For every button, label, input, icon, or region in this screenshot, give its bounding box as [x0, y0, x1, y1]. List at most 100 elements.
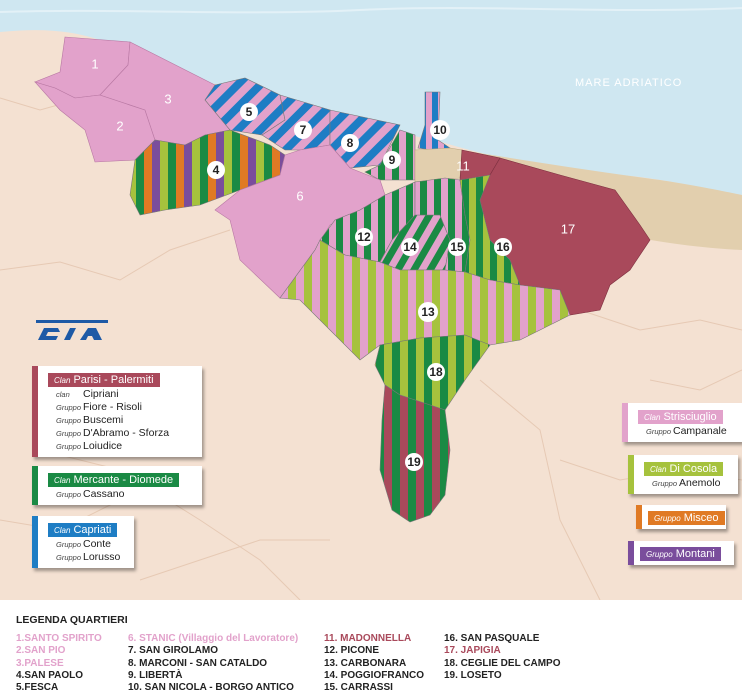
member-name: Cipriani — [83, 388, 119, 400]
member-name: Loiudice — [83, 440, 123, 452]
old-town-area — [414, 147, 463, 183]
sea-label: MARE ADRIATICO — [575, 77, 682, 89]
member-name: D'Abramo - Sforza — [83, 427, 170, 439]
quartiere-item: 12. PICONE — [324, 645, 380, 657]
quartiere-item: 19. LOSETO — [444, 669, 502, 681]
quartiere-item: 15. CARRASSI — [324, 682, 393, 694]
badge-12 — [355, 228, 373, 246]
legend-montani-title: Montani — [675, 548, 715, 560]
district-label-3: 3 — [164, 92, 171, 107]
quartieri-title: LEGENDA QUARTIERI — [16, 614, 128, 626]
badge-16 — [494, 238, 512, 256]
clan-tag: Clan — [650, 465, 667, 474]
member-tag: Gruppo — [56, 553, 82, 562]
quartiere-item: 6. STANIC (Villaggio del Lavoratore) — [128, 633, 299, 644]
dia-logo-icon — [36, 320, 108, 340]
district-label-16: 16 — [496, 240, 510, 254]
legend-misceo-title: Misceo — [683, 512, 719, 524]
quartiere-item: 10. SAN NICOLA - BORGO ANTICO — [128, 682, 294, 694]
quartieri-columns: 1.SANTO SPIRITO 2.SAN PIO 3.PALESE 4.SAN… — [16, 633, 736, 694]
badge-4 — [207, 161, 225, 179]
quartieri-legend: LEGENDA QUARTIERI 1.SANTO SPIRITO 2.SAN … — [16, 614, 736, 694]
member-tag: Gruppo — [56, 403, 82, 412]
quartiere-item: 9. LIBERTÀ — [128, 669, 183, 681]
quartiere-item: 18. CEGLIE DEL CAMPO — [444, 657, 561, 669]
sea-waves — [0, 7, 742, 14]
district-label-10: 10 — [433, 123, 447, 137]
member-tag: Gruppo — [56, 490, 82, 499]
legend-parisi-title: Parisi - Palermiti — [73, 374, 154, 386]
quartiere-item: 5.FESCA — [16, 682, 59, 694]
district-label-5: 5 — [246, 105, 253, 119]
district-8 — [329, 109, 401, 169]
quartiere-item: 17. JAPIGIA — [444, 645, 501, 657]
member-name: Buscemi — [83, 414, 124, 426]
clan-tag: Clan — [54, 526, 71, 535]
district-label-11: 11 — [456, 159, 470, 174]
district-number-labels: 1 2 3 4 5 6 7 8 9 10 11 12 13 14 15 16 1… — [91, 57, 575, 471]
quartiere-item: 8. MARCONI - SAN CATALDO — [128, 657, 268, 669]
districts — [34, 36, 651, 523]
member-tag: Gruppo — [646, 427, 672, 436]
member-tag: Gruppo — [56, 442, 82, 451]
quartieri-column-4: 16. SAN PASQUALE 17. JAPIGIA 18. CEGLIE … — [444, 633, 594, 694]
badge-13 — [418, 302, 438, 322]
district-label-12: 12 — [357, 230, 371, 244]
quartiere-item: 11. MADONNELLA — [324, 633, 412, 644]
district-label-2: 2 — [116, 119, 123, 134]
member-name: Cassano — [83, 488, 125, 500]
quartiere-item: 3.PALESE — [16, 657, 64, 669]
quartieri-column-3: 11. MADONNELLA 12. PICONE 13. CARBONARA … — [324, 633, 444, 694]
badge-9 — [383, 151, 401, 169]
legend-mercante-title: Mercante - Diomede — [73, 474, 174, 486]
district-label-17: 17 — [561, 222, 575, 237]
member-name: Fiore - Risoli — [83, 401, 142, 413]
clan-tag: Clan — [54, 376, 71, 385]
quartiere-item: 16. SAN PASQUALE — [444, 633, 540, 644]
badge-7 — [294, 121, 312, 139]
district-label-7: 7 — [300, 123, 307, 137]
member-name: Campanale — [673, 425, 727, 437]
quartiere-item: 14. POGGIOFRANCO — [324, 669, 425, 681]
sea-area — [0, 0, 742, 195]
member-tag: Gruppo — [652, 479, 678, 488]
district-label-9: 9 — [389, 153, 396, 167]
clan-tag: Clan — [644, 413, 661, 422]
district-label-15: 15 — [450, 240, 464, 254]
member-tag: Gruppo — [56, 416, 82, 425]
badge-18 — [427, 363, 445, 381]
quartiere-item: 13. CARBONARA — [324, 657, 407, 669]
group-tag: Gruppo — [646, 550, 673, 559]
quartiere-item: 7. SAN GIROLAMO — [128, 645, 219, 657]
member-name: Lorusso — [83, 551, 121, 563]
legend-capriati-title: Capriati — [73, 524, 112, 536]
district-label-6: 6 — [296, 189, 303, 204]
badge-5 — [240, 103, 258, 121]
quartieri-column-2: 6. STANIC (Villaggio del Lavoratore) 7. … — [128, 633, 324, 694]
legend-strisciuglio-title: Strisciuglio — [663, 411, 717, 423]
member-tag: Gruppo — [56, 540, 82, 549]
district-label-13: 13 — [421, 305, 435, 319]
legend-dicosola-title: Di Cosola — [669, 463, 718, 475]
group-tag: Gruppo — [654, 514, 681, 523]
clan-tag: Clan — [54, 476, 71, 485]
member-name: Conte — [83, 538, 112, 550]
quartiere-item: 2.SAN PIO — [16, 645, 66, 657]
